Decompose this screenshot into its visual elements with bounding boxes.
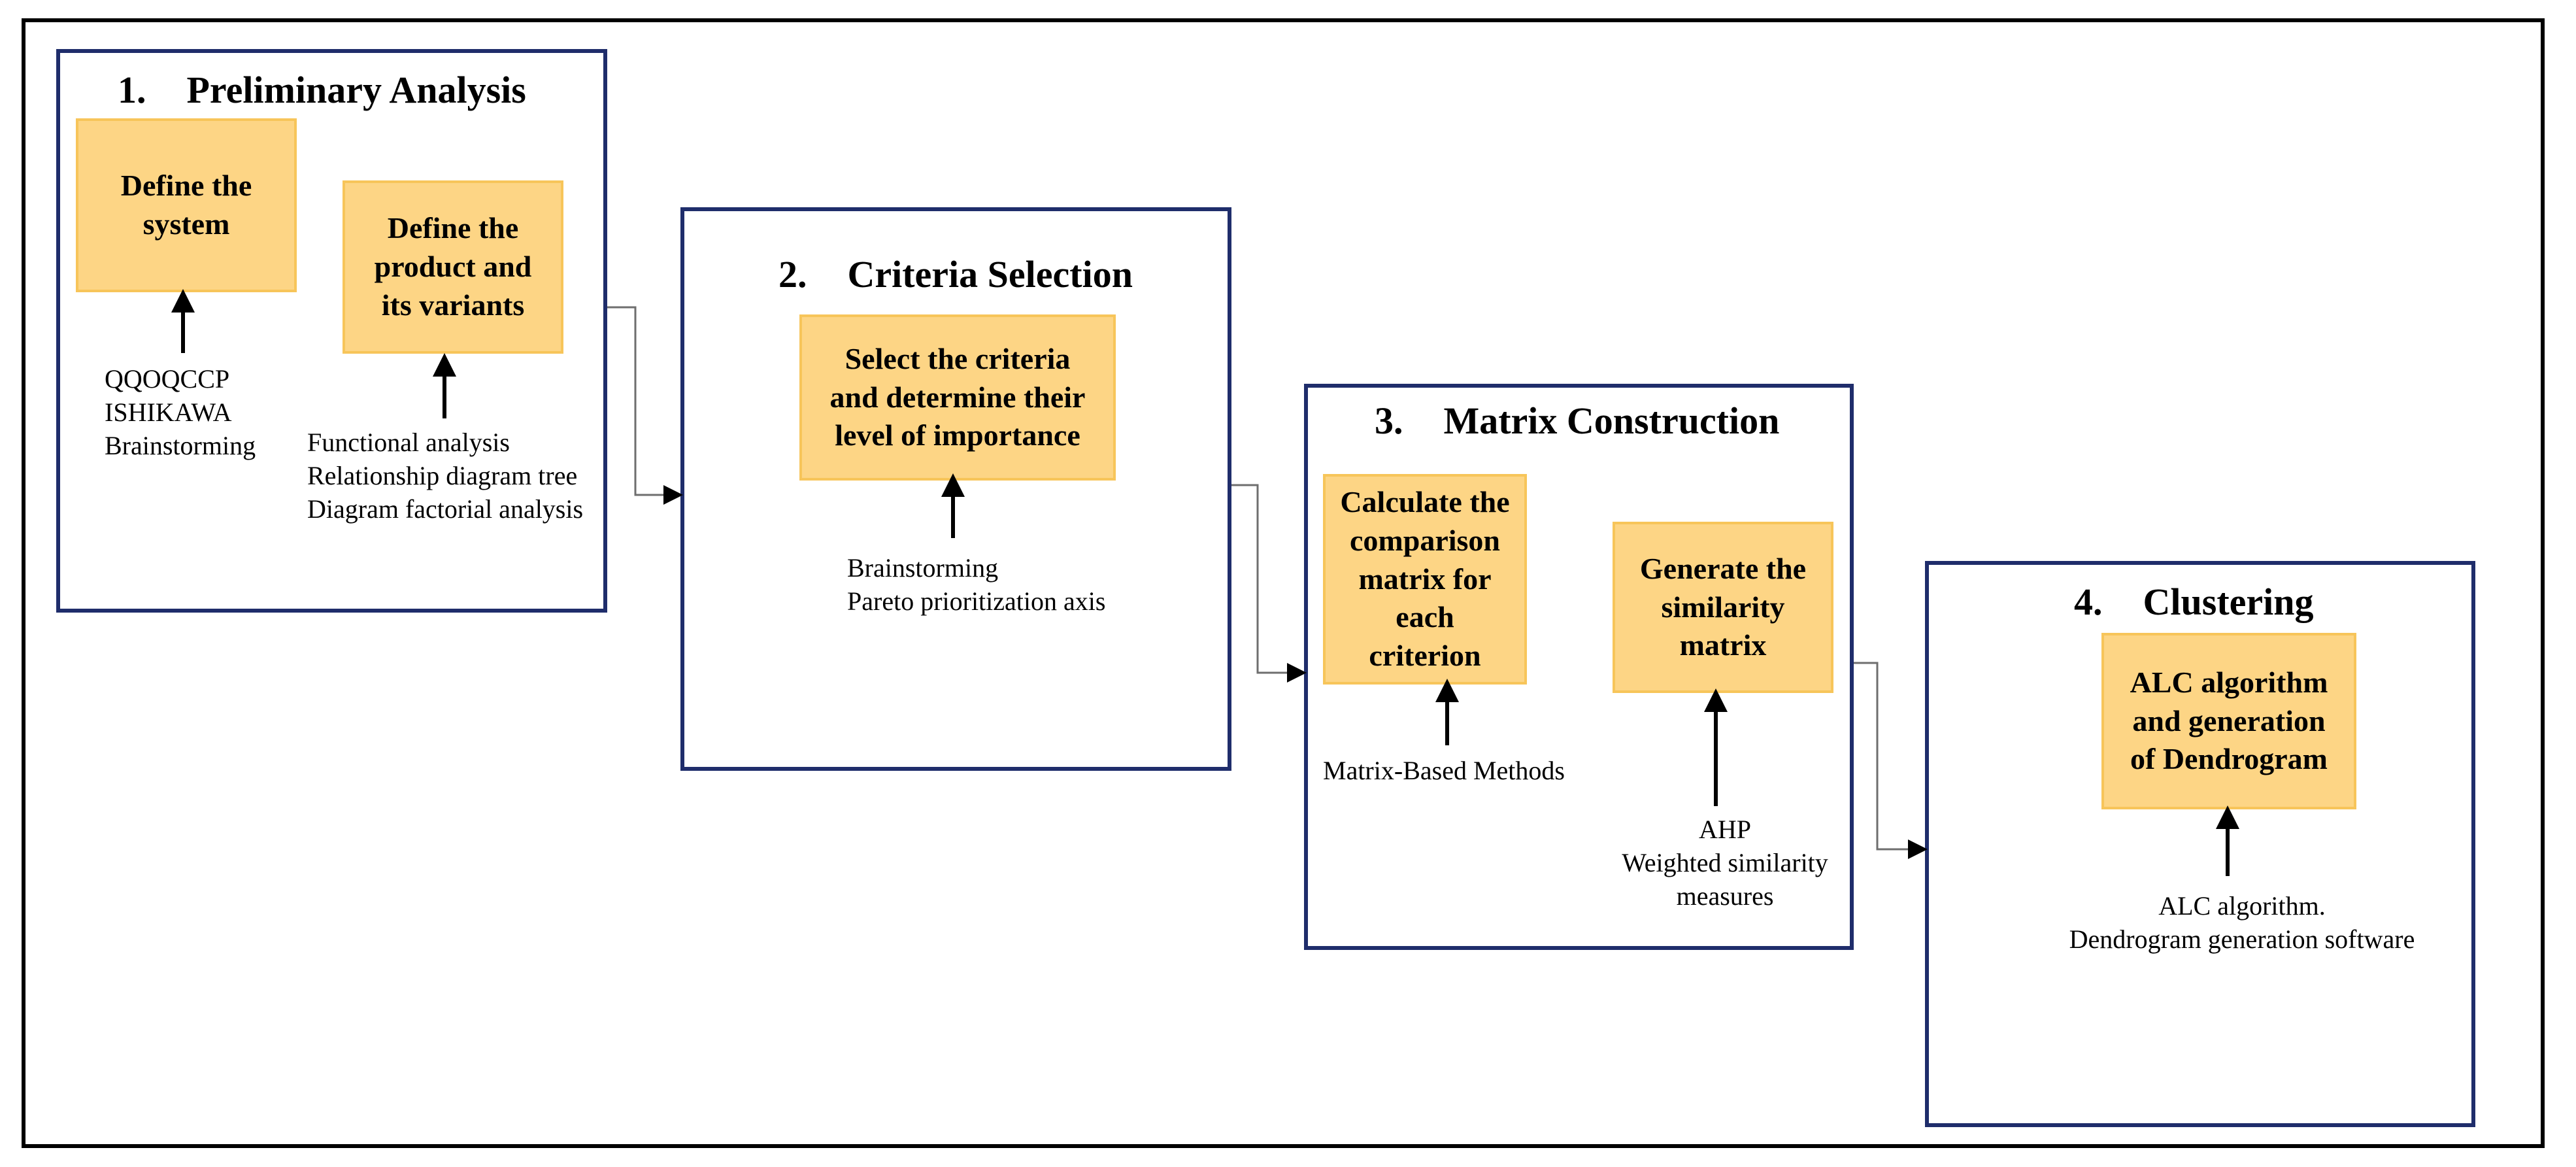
- stage-name: Clustering: [2143, 581, 2314, 623]
- task-select-criteria: Select the criteria and determine their …: [799, 314, 1116, 481]
- stage-title: 2. Criteria Selection: [778, 256, 1133, 294]
- task-similarity-matrix: Generate the similarity matrix: [1613, 522, 1833, 693]
- stage-number: 3.: [1375, 399, 1403, 442]
- stage-number: 4.: [2074, 581, 2103, 623]
- stage-clustering: 4. Clustering ALC algorithm and generatio…: [1925, 561, 2475, 1127]
- task-alc-dendrogram: ALC algorithm and generation of Dendrogr…: [2101, 633, 2356, 809]
- stage-number: 1.: [118, 69, 146, 111]
- stage-name: Matrix Construction: [1443, 399, 1780, 442]
- tools-define-product: Functional analysis Relationship diagram…: [307, 428, 584, 524]
- task-define-system: Define the system: [76, 118, 297, 292]
- task-define-product: Define the product and its variants: [343, 180, 563, 354]
- tools-define-system: QQOQCCP ISHIKAWA Brainstorming: [105, 364, 256, 461]
- connector-stage1-to-stage2: [607, 306, 683, 505]
- tools-similarity-matrix: AHP Weighted similarity measures: [1622, 815, 1828, 911]
- stage-title: 4. Clustering: [2074, 583, 2314, 621]
- stage-matrix-construction: 3. Matrix Construction Calculate the comp…: [1304, 384, 1854, 950]
- stage-preliminary-analysis: 1. Preliminary Analysis Define the system…: [56, 49, 607, 613]
- stage-name: Criteria Selection: [847, 253, 1133, 296]
- stage-number: 2.: [778, 253, 807, 296]
- connector-stage3-to-stage4: [1854, 662, 1928, 859]
- stage-name: Preliminary Analysis: [186, 69, 526, 111]
- task-comparison-matrix: Calculate the comparison matrix for each…: [1323, 474, 1527, 685]
- connector-stage2-to-stage3: [1231, 484, 1307, 683]
- tools-comparison-matrix: Matrix-Based Methods: [1323, 756, 1565, 785]
- stage-title: 1. Preliminary Analysis: [118, 71, 526, 109]
- tools-alc-dendrogram: ALC algorithm. Dendrogram generation sof…: [2069, 891, 2415, 955]
- tools-select-criteria: Brainstorming Pareto prioritization axis: [847, 553, 1106, 617]
- outer-frame: [22, 18, 2545, 1148]
- stage-title: 3. Matrix Construction: [1375, 402, 1779, 440]
